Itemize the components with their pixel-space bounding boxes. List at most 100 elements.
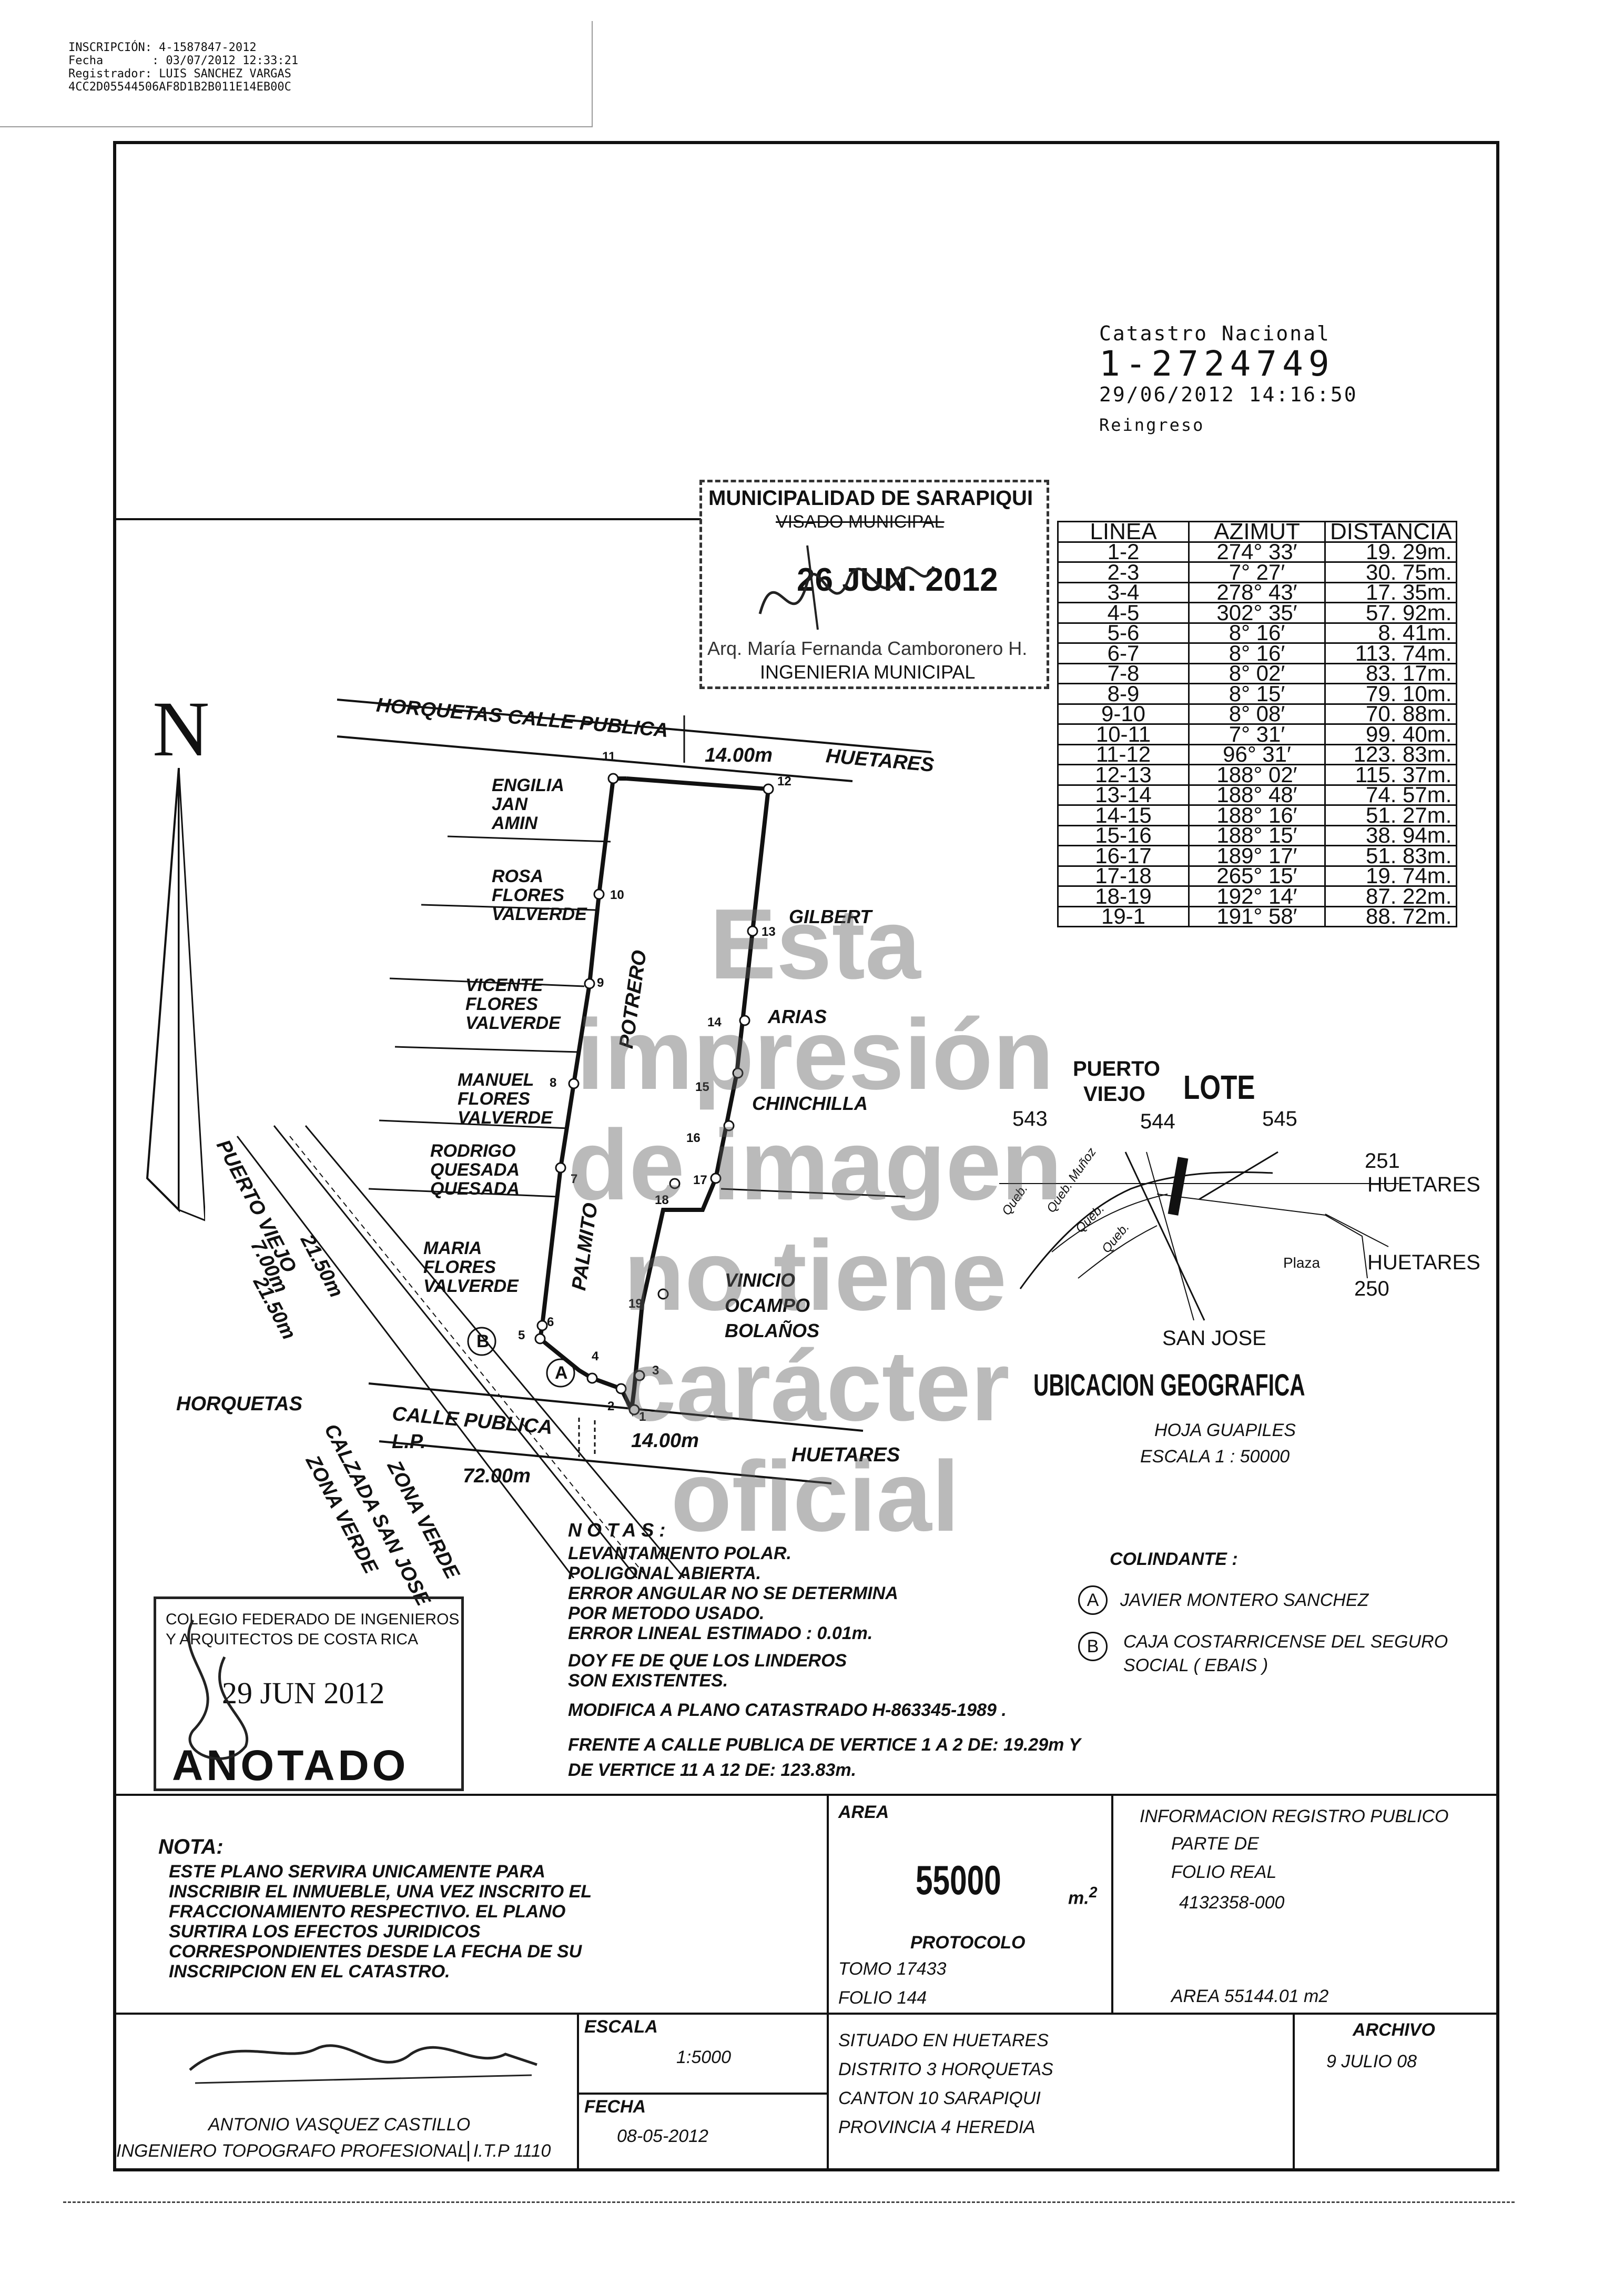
vertex-3: 3 (652, 1363, 659, 1378)
north-label: N (153, 685, 210, 773)
cell-azimut: 96° 31′ (1188, 743, 1326, 765)
bottom-offset: 72.00m (463, 1465, 531, 1487)
colegio-stamp: COLEGIO FEDERADO DE INGENIEROS Y ARQUITE… (154, 1596, 464, 1791)
fecha-line: Fecha : 03/07/2012 12:33:21 (68, 54, 299, 67)
loc-sanjose: SAN JOSE (1162, 1327, 1266, 1350)
vertex-7: 7 (571, 1172, 578, 1186)
cell-linea: 2-3 (1057, 561, 1190, 583)
vertex-18: 18 (655, 1193, 669, 1207)
area-unit-exp: 2 (1089, 1884, 1098, 1901)
cell-distancia: 113. 74m. (1324, 642, 1458, 664)
vertex-markers (534, 773, 774, 1416)
cell-distancia: 51. 27m. (1324, 804, 1458, 826)
situado-2: DISTRITO 3 HORQUETAS (838, 2059, 1053, 2079)
cell-distancia: 17. 35m. (1324, 581, 1458, 603)
cell-linea: 7-8 (1057, 662, 1190, 684)
loc-plaza: Plaza (1283, 1255, 1321, 1271)
loc-543: 543 (1012, 1107, 1048, 1130)
mark-a-circle (546, 1358, 575, 1388)
notes-frente-1: FRENTE A CALLE PUBLICA DE VERTICE 1 A 2 … (568, 1735, 1081, 1755)
notes-line: ERROR ANGULAR NO SE DETERMINA (568, 1583, 898, 1603)
cell-azimut: 8° 16′ (1188, 642, 1326, 664)
vertex-11: 11 (602, 750, 616, 764)
cell-distancia: 19. 74m. (1324, 865, 1458, 887)
cell-linea: 17-18 (1057, 865, 1190, 887)
situado-1: SITUADO EN HUETARES (838, 2030, 1049, 2050)
loc-huetares-1: HUETARES (1367, 1173, 1480, 1196)
bottom-road-right: HUETARES (791, 1444, 900, 1466)
watermark-line-3: no tiene (623, 1220, 1007, 1331)
col-azimut: AZIMUT (1188, 520, 1326, 543)
cell-distancia: 70. 88m. (1324, 703, 1458, 725)
vertex-9: 9 (597, 976, 604, 990)
neighbor-engilia: ENGILIA JAN AMIN (492, 775, 564, 833)
cell-distancia: 30. 75m. (1324, 561, 1458, 583)
info-4: 4132358-000 (1179, 1893, 1285, 1913)
surveyor-signature (189, 2044, 537, 2084)
watermark-line-4: carácter oficial (621, 1330, 1010, 1552)
catastro-number: 1-2724749 (1099, 343, 1335, 384)
loc-escala: ESCALA 1 : 50000 (1140, 1447, 1290, 1467)
loc-250: 250 (1354, 1277, 1389, 1300)
vertex-16: 16 (686, 1131, 701, 1145)
cell-distancia: 57. 92m. (1324, 602, 1458, 624)
cell-azimut: 189° 17′ (1188, 845, 1326, 867)
bottom-width: 14.00m (631, 1430, 699, 1452)
nota-line: INSCRIPCION EN EL CATASTRO. (169, 1962, 450, 1982)
cell-distancia: 99. 40m. (1324, 723, 1458, 745)
cell-distancia: 8. 41m. (1324, 622, 1458, 644)
cell-linea: 4-5 (1057, 602, 1190, 624)
notes-line: POLIGONAL ABIERTA. (568, 1563, 762, 1583)
colegio-signature (187, 1619, 248, 1760)
info-area: AREA 55144.01 m2 (1171, 1986, 1329, 2006)
cell-linea: 10-11 (1057, 723, 1190, 745)
escala-label: ESCALA (584, 2017, 658, 2037)
cell-distancia: 115. 37m. (1324, 764, 1458, 786)
vertex-19: 19 (628, 1297, 643, 1311)
colindante-b-line-2: SOCIAL ( EBAIS ) (1123, 1655, 1268, 1675)
loc-545: 545 (1262, 1107, 1297, 1130)
col-linea: LINEA (1057, 520, 1190, 543)
catastro-status: Reingreso (1099, 415, 1205, 435)
colindante-a-row: A JAVIER MONTERO SANCHEZ (1078, 1585, 1448, 1615)
loc-251: 251 (1365, 1149, 1400, 1173)
area-value: 55000 (916, 1857, 1001, 1903)
loc-huetares-2: HUETARES (1367, 1251, 1480, 1274)
surveyor-name: ANTONIO VASQUEZ CASTILLO (208, 2115, 471, 2135)
cell-azimut: 8° 16′ (1188, 622, 1326, 644)
frame-divider (116, 518, 701, 520)
cell-distancia: 88. 72m. (1324, 905, 1458, 927)
notes-title: NOTAS: (568, 1519, 671, 1541)
cell-linea: 16-17 (1057, 845, 1190, 867)
signature-cell: ANTONIO VASQUEZ CASTILLO INGENIERO TOPOG… (116, 2013, 579, 2168)
neighbor-rosa: ROSA FLORES VALVERDE (492, 866, 587, 924)
vertex-15: 15 (695, 1080, 709, 1094)
nota-line: CORRESPONDIENTES DESDE LA FECHA DE SU (169, 1942, 582, 1962)
vertex-1: 1 (639, 1410, 646, 1424)
mark-b: B (476, 1331, 490, 1351)
cell-azimut: 188° 15′ (1188, 824, 1326, 846)
colindante-block: COLINDANTE : A JAVIER MONTERO SANCHEZ B … (1078, 1549, 1448, 1676)
nota-text: ESTE PLANO SERVIRA UNICAMENTE PARA INSCR… (169, 1862, 592, 1982)
notes-line: ERROR LINEAL ESTIMADO : 0.01m. (568, 1623, 873, 1643)
nota-cell: NOTA: ESTE PLANO SERVIRA UNICAMENTE PARA… (116, 1794, 829, 2015)
escala-value: 1:5000 (676, 2047, 731, 2067)
nota-line: FRACCIONAMIENTO RESPECTIVO. EL PLANO (169, 1902, 566, 1922)
info-3: FOLIO REAL (1171, 1862, 1277, 1882)
plan-drawing (236, 699, 932, 1578)
colegio-line-2: Y ARQUITECTOS DE COSTA RICA (166, 1631, 419, 1648)
table-header-row: LINEA AZIMUT DISTANCIA (1057, 520, 1458, 543)
mark-a: A (555, 1363, 568, 1383)
vertex-6: 6 (547, 1315, 554, 1329)
area-label: AREA (838, 1802, 889, 1822)
